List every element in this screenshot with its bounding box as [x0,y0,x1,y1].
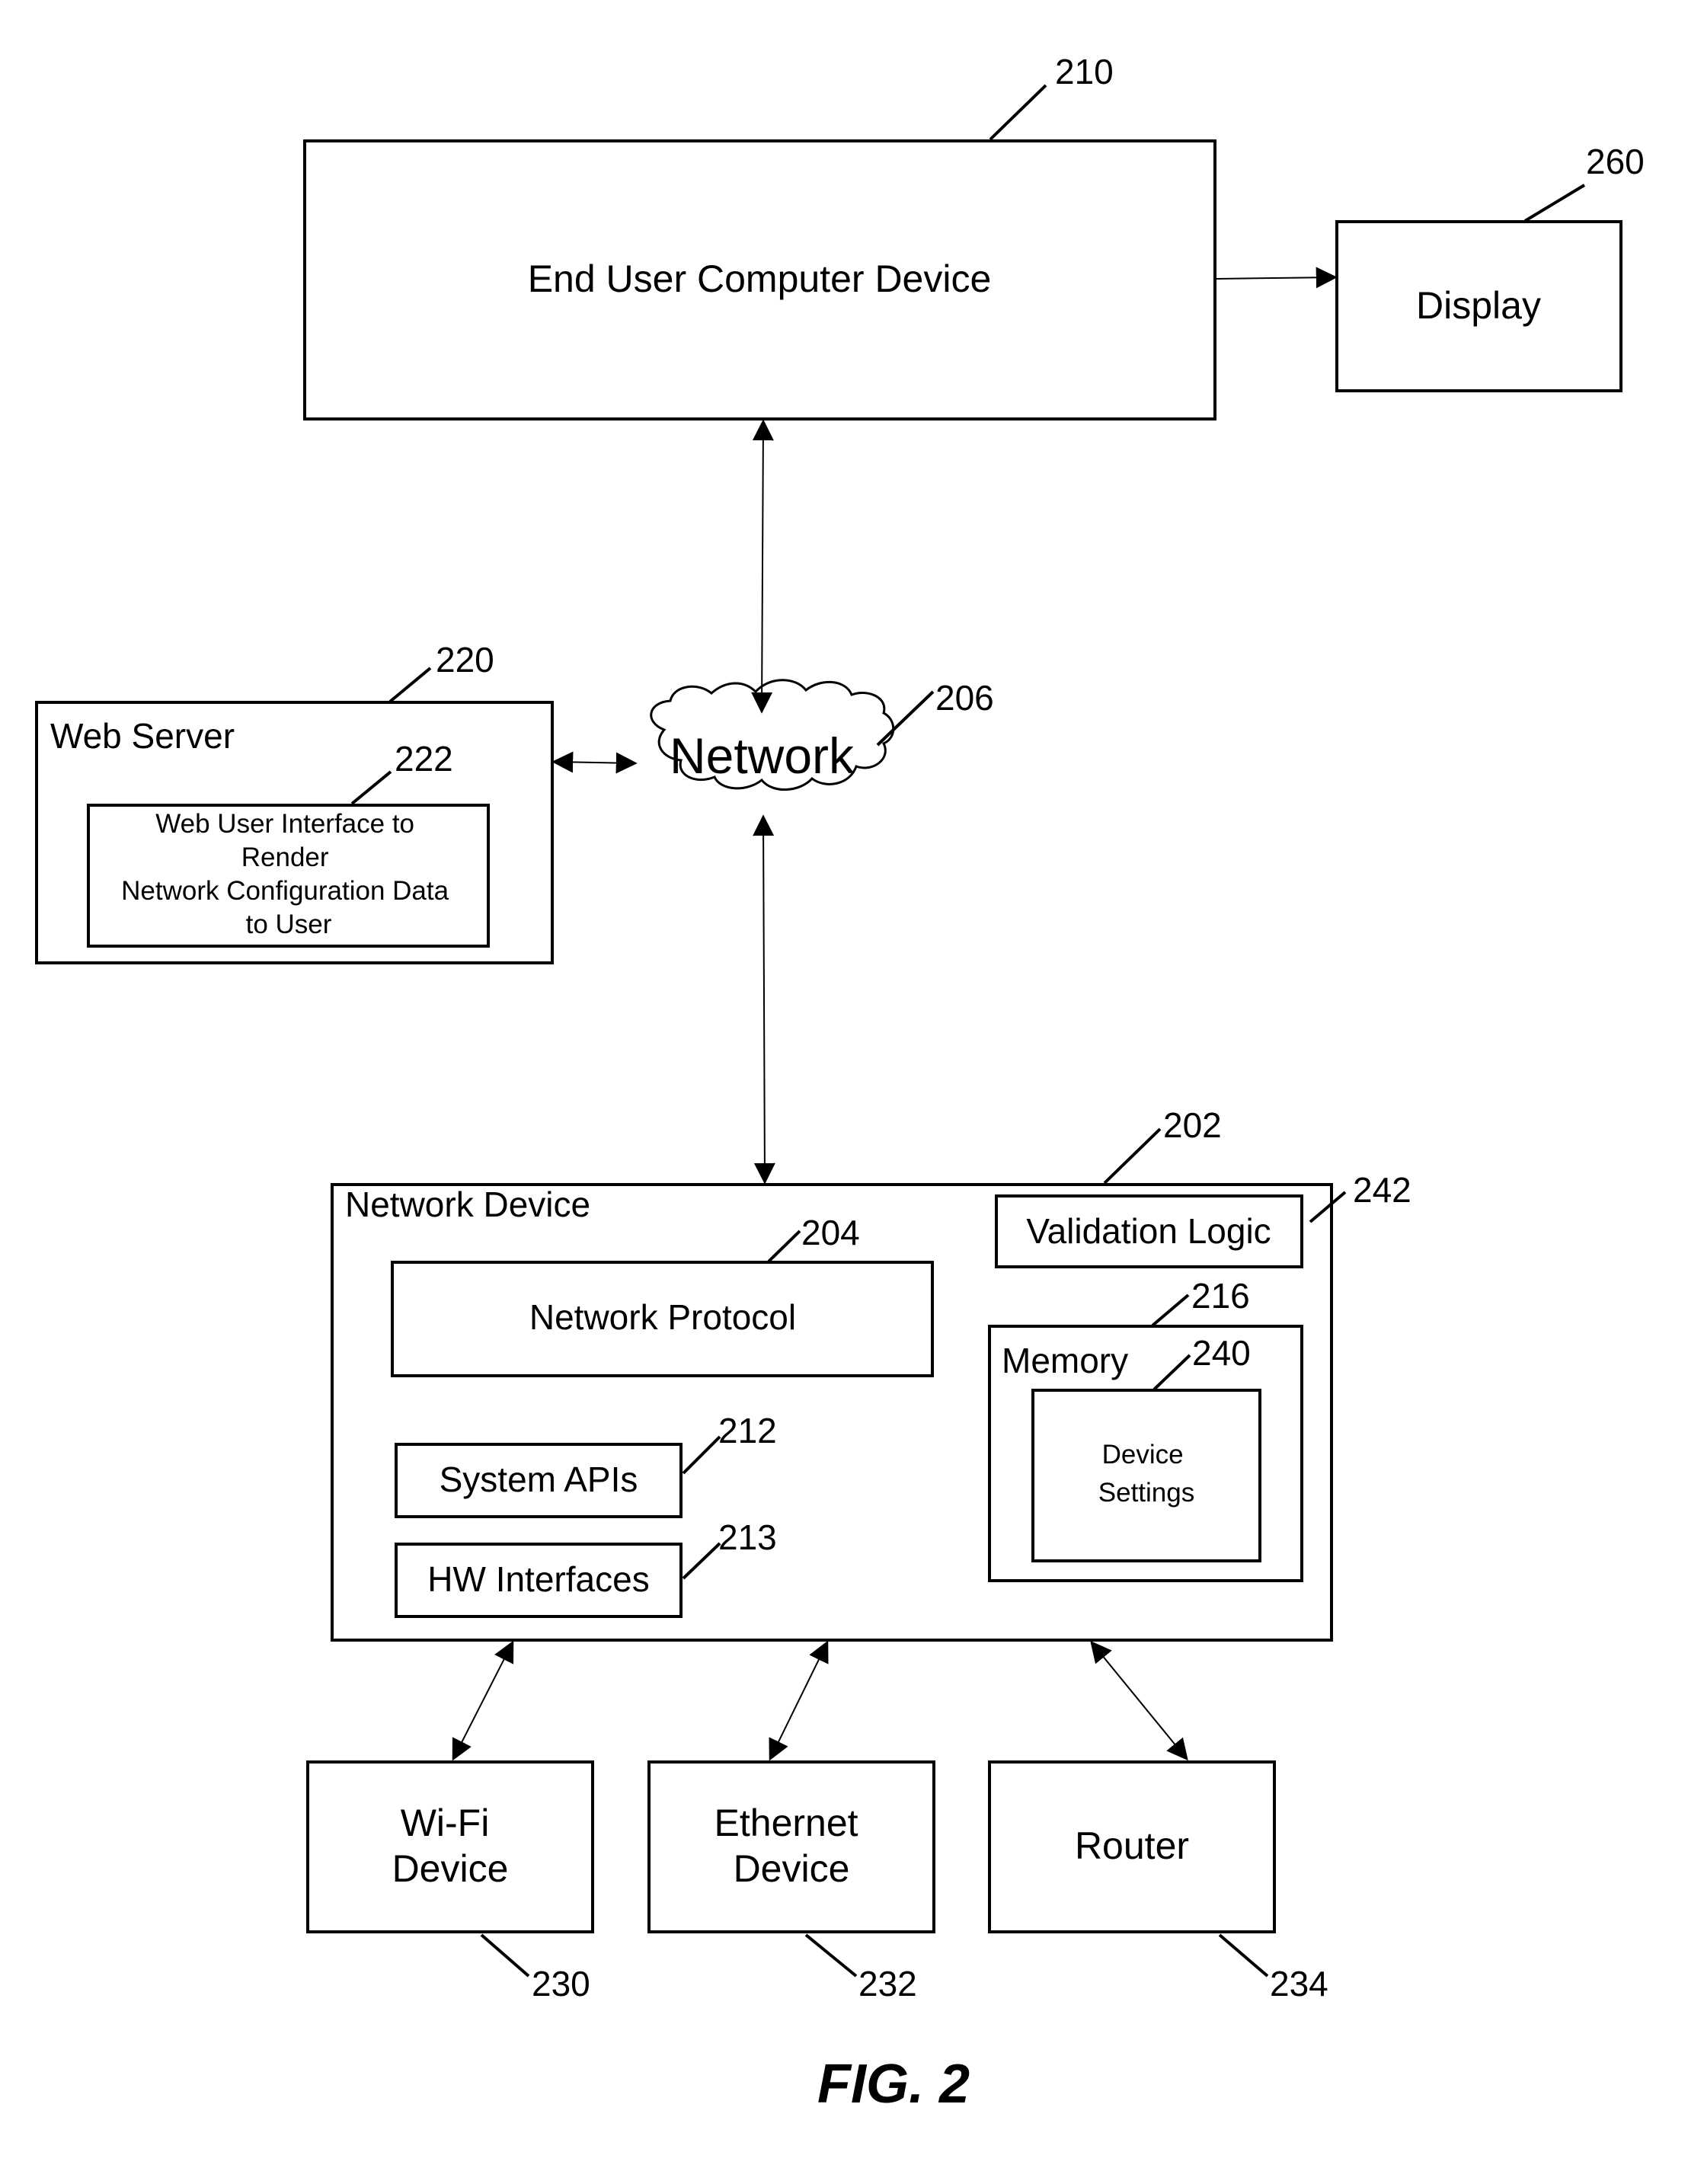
system-apis-label: System APIs [440,1460,638,1499]
hw-interfaces-ref: 213 [718,1517,777,1557]
network-device-ref: 202 [1163,1105,1222,1145]
ethernet-device-node: Ethernet Device 232 [649,1762,934,2003]
end-user-computer-device-node: End User Computer Device 210 [305,52,1215,419]
web-server-ref: 220 [436,640,494,680]
end-user-to-display-arrow [1216,277,1335,279]
network-network-device-link [763,817,765,1182]
memory-label: Memory [1002,1341,1128,1380]
network-device-node: Network Device 202 Network Protocol 204 … [332,1105,1411,1640]
memory-ref: 216 [1191,1276,1250,1316]
network-label: Network [670,727,855,784]
system-apis-ref: 212 [718,1411,777,1450]
web-server-node: Web Server 220 Web User Interface to Ren… [37,640,552,963]
web-ui-line-3: Network Configuration Data [121,876,449,906]
router-node: Router 234 [989,1762,1328,2003]
end-user-computer-device-label: End User Computer Device [528,257,992,300]
wifi-device-node: Wi-Fi Device 230 [308,1762,593,2003]
ethernet-device-line-2: Device [734,1847,850,1890]
wifi-device-line-1: Wi-Fi [401,1802,490,1844]
network-device-wifi-link [453,1642,513,1759]
device-settings-ref: 240 [1192,1333,1251,1373]
network-protocol-label: Network Protocol [529,1297,796,1337]
validation-logic-label: Validation Logic [1026,1211,1271,1251]
network-protocol-ref: 204 [801,1213,860,1252]
end-user-computer-device-ref: 210 [1055,52,1114,91]
hw-interfaces-label: HW Interfaces [427,1559,649,1599]
wifi-device-ref: 230 [532,1964,590,2003]
display-ref: 260 [1586,142,1645,181]
ethernet-device-line-1: Ethernet [715,1802,858,1844]
web-ui-line-4: to User [246,910,332,939]
web-ui-line-1: Web User Interface to [155,809,414,839]
end-user-network-link [762,421,763,711]
network-ref: 206 [935,678,994,718]
web-server-label: Web Server [50,716,235,756]
web-server-network-link [554,762,635,763]
ethernet-device-ref: 232 [858,1964,917,2003]
display-label: Display [1416,284,1541,327]
router-ref: 234 [1270,1964,1328,2003]
web-ui-line-2: Render [241,843,329,872]
wifi-device-line-2: Device [392,1847,509,1890]
network-device-ethernet-link [770,1642,827,1759]
figure-label: FIG. 2 [817,2054,970,2115]
device-settings-line-1: Device [1102,1440,1184,1469]
network-device-router-link [1092,1642,1187,1759]
router-label: Router [1075,1824,1189,1867]
validation-logic-ref: 242 [1353,1170,1411,1210]
network-device-label: Network Device [345,1185,590,1224]
display-node: Display 260 [1337,142,1645,391]
device-settings-line-2: Settings [1098,1478,1194,1508]
web-user-interface-ref: 222 [395,739,453,779]
network-cloud-node: Network 206 [651,678,994,790]
